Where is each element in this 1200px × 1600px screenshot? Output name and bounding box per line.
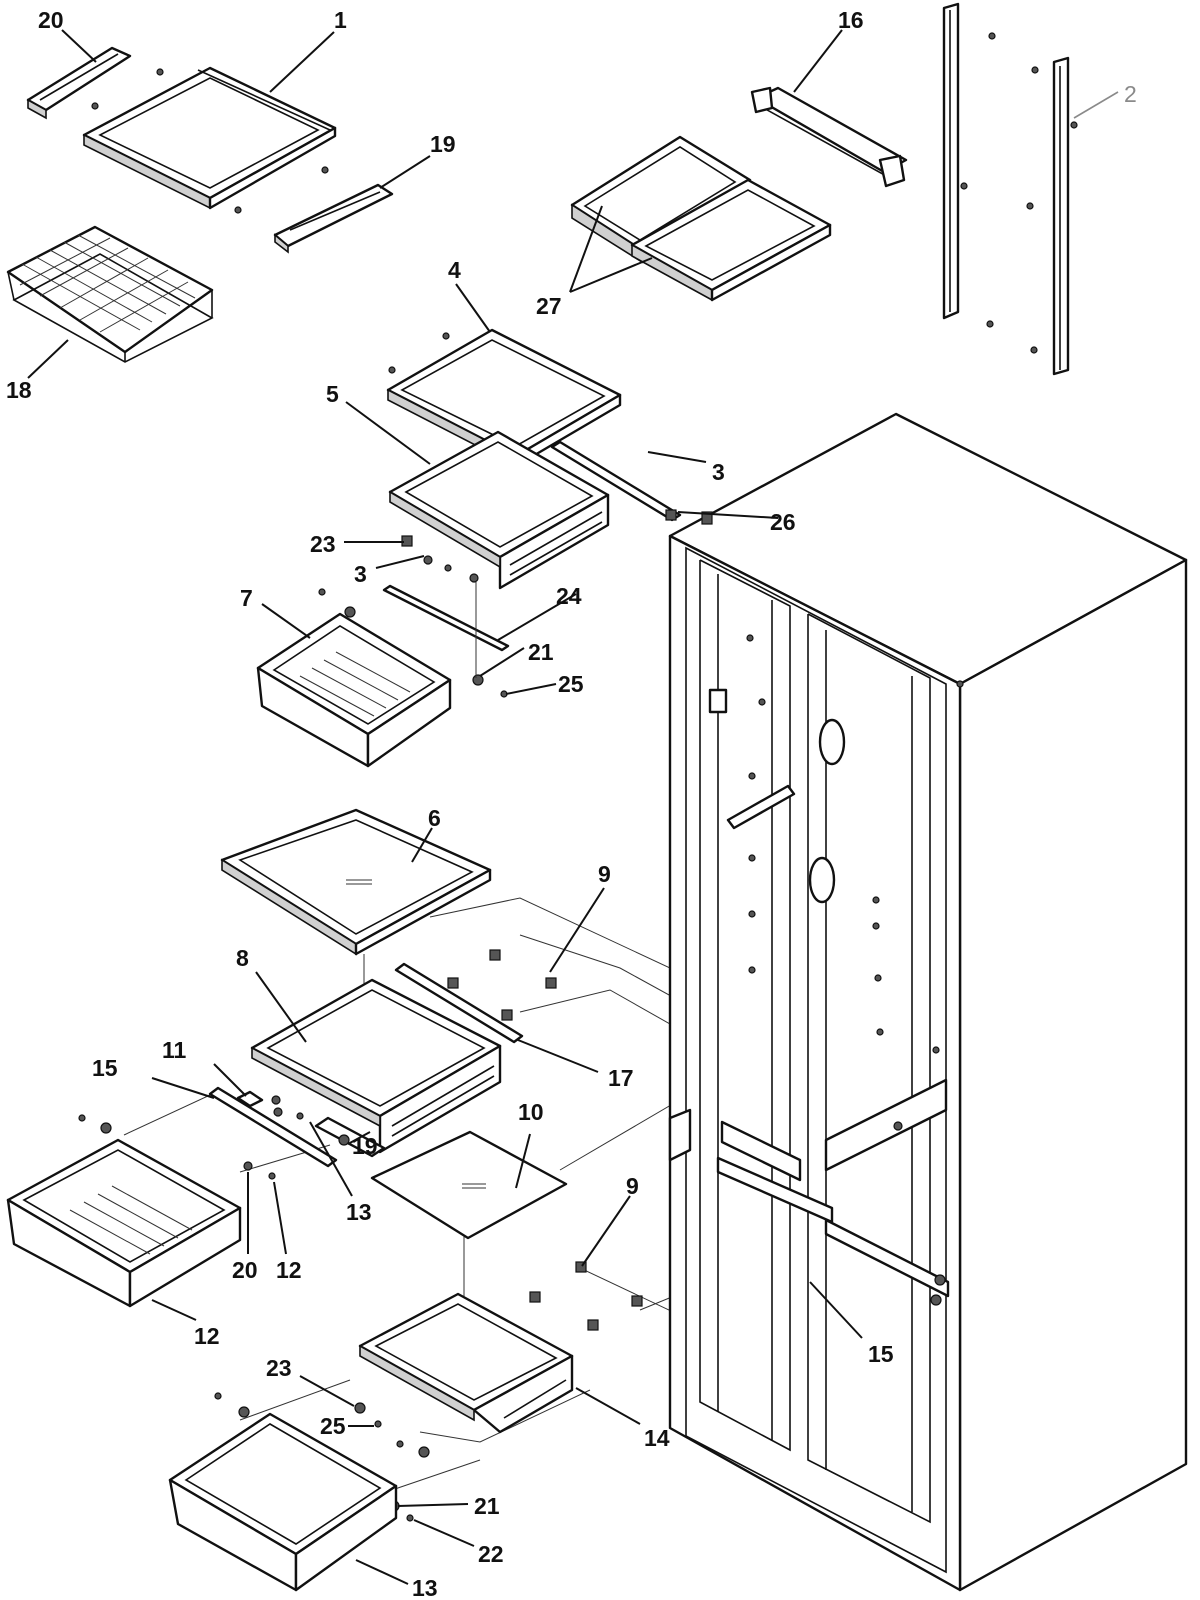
callout-24: 24 <box>556 583 582 609</box>
part-clips-9 <box>447 949 643 1331</box>
callout-7: 7 <box>240 585 253 611</box>
callout-16: 16 <box>838 7 864 33</box>
part-rod-26 <box>550 440 682 522</box>
part-rail-17 <box>394 962 524 1044</box>
part-shelf-4 <box>386 328 622 468</box>
callout-9-lower: 9 <box>626 1173 639 1199</box>
callout-15-right: 15 <box>868 1341 894 1367</box>
part-glass-shelf-1 <box>82 66 337 214</box>
callout-1: 1 <box>334 7 347 33</box>
part-shelf-rail-2 <box>942 2 1078 376</box>
callout-21-lower: 21 <box>474 1493 500 1519</box>
callout-23-upper: 23 <box>310 531 336 557</box>
callout-18: 18 <box>6 377 32 403</box>
callout-10: 10 <box>518 1099 544 1125</box>
part-crisper-cover-5 <box>388 430 610 590</box>
callout-19-top: 19 <box>430 131 456 157</box>
part-crisper-drawer-13 <box>168 1412 398 1592</box>
part-glass-shelf-6 <box>220 808 492 956</box>
callout-13-middle: 13 <box>346 1199 372 1225</box>
callout-26: 26 <box>770 509 796 535</box>
part-trim-19-upper <box>273 183 394 254</box>
callout-12-below: 12 <box>194 1323 220 1349</box>
part-crisper-drawer-7 <box>256 612 452 768</box>
callout-9-upper: 9 <box>598 861 611 887</box>
refrigerator-cabinet <box>668 412 1188 1592</box>
callout-25-upper: 25 <box>558 671 584 697</box>
callout-12-right: 12 <box>276 1257 302 1283</box>
callout-2: 2 <box>1124 81 1137 107</box>
callout-22: 22 <box>478 1541 504 1567</box>
callout-23-lower: 23 <box>266 1355 292 1381</box>
part-end-cap-20 <box>26 46 132 120</box>
callout-27: 27 <box>536 293 562 319</box>
part-pan-cover-8 <box>250 978 502 1154</box>
callout-14: 14 <box>644 1425 670 1451</box>
callout-20-middle: 20 <box>232 1257 258 1283</box>
part-hardware-group-upper <box>318 535 510 698</box>
part-bin-rail-16 <box>750 86 908 188</box>
callout-8: 8 <box>236 945 249 971</box>
part-crisper-drawer-12 <box>6 1138 276 1308</box>
callout-25-lower: 25 <box>320 1413 346 1439</box>
callout-6: 6 <box>428 805 441 831</box>
callout-11: 11 <box>162 1037 187 1063</box>
callout-21-upper: 21 <box>528 639 554 665</box>
part-hardware-group-middle <box>78 1086 386 1168</box>
part-wire-basket-18 <box>6 225 214 363</box>
callout-3-left: 3 <box>354 561 367 587</box>
callout-19-middle: 19 <box>352 1133 378 1159</box>
part-pan-cover-14 <box>358 1292 574 1434</box>
callout-4: 4 <box>448 257 461 283</box>
callout-15-left: 15 <box>92 1055 118 1081</box>
callout-20-top: 20 <box>38 7 64 33</box>
leader-lines <box>27 29 1119 1585</box>
callout-17: 17 <box>608 1065 634 1091</box>
callout-3-right: 3 <box>712 459 725 485</box>
callout-13-bottom: 13 <box>412 1575 438 1600</box>
part-glass-panel-10 <box>370 1130 568 1240</box>
callout-labels: 20 1 16 2 19 18 27 4 5 3 26 23 3 24 7 21… <box>6 7 1137 1600</box>
callout-5: 5 <box>326 381 339 407</box>
